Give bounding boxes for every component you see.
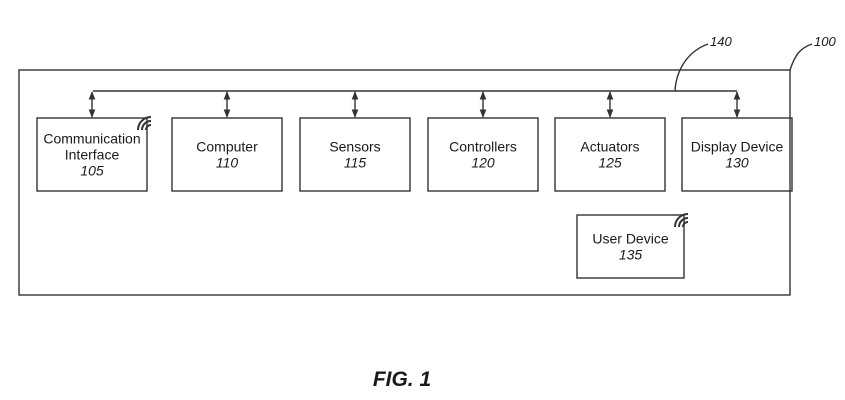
user-device-label: User Device bbox=[592, 231, 668, 247]
sensors-ref-number: 115 bbox=[344, 155, 367, 171]
communication-interface-label: Communication bbox=[43, 131, 140, 147]
computer-ref-number: 110 bbox=[216, 155, 239, 171]
display-device-ref-number: 130 bbox=[725, 155, 749, 171]
actuators-ref-number: 125 bbox=[598, 155, 622, 171]
computer-box bbox=[171, 117, 283, 192]
computer-label: Computer bbox=[196, 139, 258, 155]
display-device-label: Display Device bbox=[691, 139, 784, 155]
communication-interface-wireless-icon bbox=[137, 116, 152, 131]
system-ref-leader bbox=[789, 43, 813, 71]
actuators-label: Actuators bbox=[580, 139, 639, 155]
sensors-label: Sensors bbox=[329, 139, 380, 155]
communication-interface-box bbox=[36, 117, 148, 192]
bus-ref-leader bbox=[674, 43, 709, 92]
user-device-wireless-icon bbox=[674, 213, 689, 228]
communication-interface-label: Interface bbox=[65, 147, 120, 163]
system-ref-number: 100 bbox=[814, 34, 836, 49]
controllers-box bbox=[427, 117, 539, 192]
system-boundary-box bbox=[18, 69, 791, 296]
blocks-layer: CommunicationInterface105Computer110Sens… bbox=[36, 91, 793, 192]
controllers-ref-number: 120 bbox=[471, 155, 495, 171]
user-device-box bbox=[576, 214, 685, 279]
user-device-ref-number: 135 bbox=[619, 247, 643, 263]
communication-interface-ref-number: 105 bbox=[80, 163, 104, 179]
sensors-box bbox=[299, 117, 411, 192]
actuators-box bbox=[554, 117, 666, 192]
figure-label: FIG. 1 bbox=[373, 368, 431, 391]
display-device-box bbox=[681, 117, 793, 192]
bus-ref-number: 140 bbox=[710, 34, 732, 49]
controllers-label: Controllers bbox=[449, 139, 517, 155]
